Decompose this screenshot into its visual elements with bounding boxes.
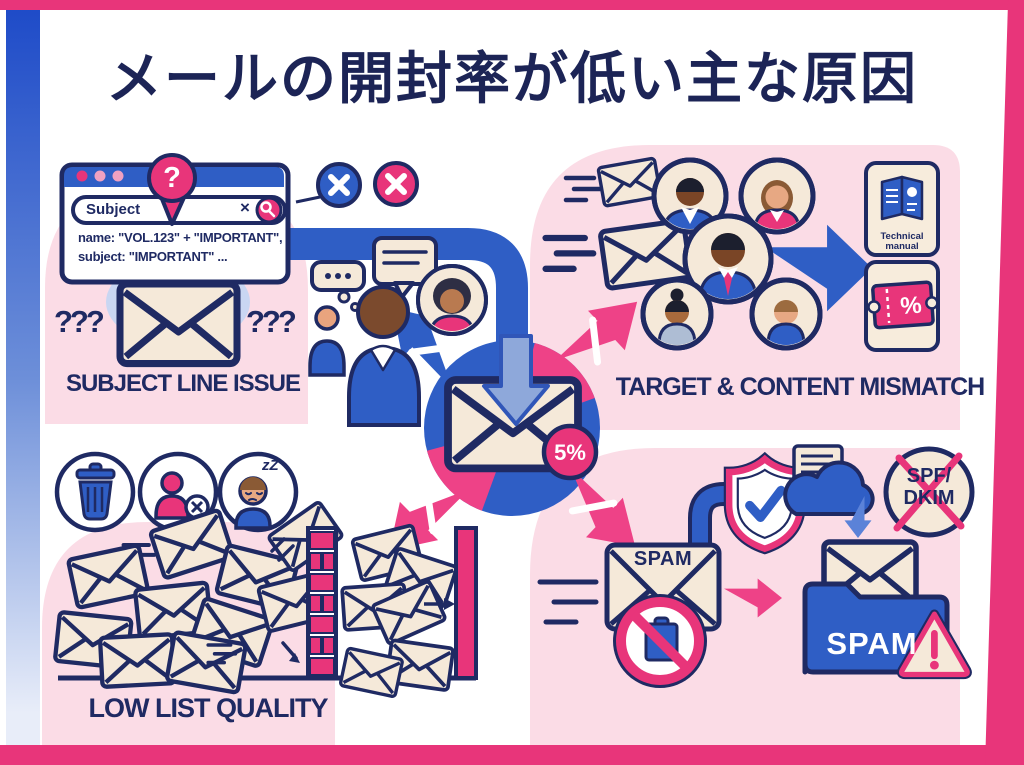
page-title: メールの開封率が低い主な原因 xyxy=(106,47,918,110)
frame-bottom xyxy=(0,745,1024,765)
warning-triangle-icon xyxy=(896,609,972,680)
book-icon xyxy=(880,175,924,221)
flow-pipe xyxy=(284,228,528,345)
spam-folder-label: SPAM xyxy=(826,626,918,661)
ticket-icon: % xyxy=(867,280,939,330)
close-icon: × xyxy=(240,198,250,217)
download-arrow-icon xyxy=(482,334,550,426)
subject-quadrant-label: SUBJECT LINE ISSUE xyxy=(65,370,301,397)
cross-out-icon xyxy=(893,452,965,532)
avatar-man-center xyxy=(682,213,774,305)
error-icon-pink xyxy=(373,161,419,207)
drop-arrow-head xyxy=(289,653,300,663)
auth-line-2: DKIM xyxy=(903,487,955,509)
manual-card-label: Technical manual xyxy=(880,231,924,252)
open-rate-badge xyxy=(541,423,599,481)
open-rate-value: 5% xyxy=(554,440,586,465)
ticket-percent: % xyxy=(899,292,922,320)
chat-bubble-icon xyxy=(372,236,438,299)
woman-avatar xyxy=(416,264,488,336)
frame-top xyxy=(0,0,1024,10)
code-line-2: subject: "IMPORTANT" ... xyxy=(78,249,228,264)
code-line-1: name: "VOL.123" + "IMPORTANT", xyxy=(78,230,283,245)
auth-line-1: SPF/ xyxy=(906,465,952,487)
traffic-dot-2 xyxy=(94,170,106,182)
sleep-text: zZ xyxy=(262,457,279,474)
pile-envelope xyxy=(166,632,245,693)
browser-search-value: Subject xyxy=(86,201,141,218)
sleeping-user-icon xyxy=(217,451,299,533)
trash-icon xyxy=(54,451,136,533)
question-badge-glyph: ? xyxy=(163,162,181,194)
connector-line xyxy=(295,195,321,204)
target-quadrant-label: TARGET & CONTENT MISMATCH xyxy=(615,373,985,401)
question-badge xyxy=(147,153,197,226)
browser-window xyxy=(59,162,291,285)
filter-wall xyxy=(454,526,478,680)
prohibition-icon xyxy=(613,594,707,688)
question-marks-right: ??? xyxy=(246,304,297,339)
cloud-icon xyxy=(783,444,875,516)
checkmark-icon xyxy=(745,485,786,522)
small-person-icon xyxy=(308,305,346,377)
question-marks-left: ??? xyxy=(54,304,105,339)
ticket-card: % xyxy=(864,260,940,352)
error-icon-blue xyxy=(316,162,362,208)
brick-wall xyxy=(306,526,338,680)
through-arrow-head xyxy=(444,598,455,610)
avatar-woman-blazer xyxy=(738,157,816,235)
manual-card xyxy=(864,161,940,257)
frame-left xyxy=(6,8,40,750)
speed-lines xyxy=(537,579,599,625)
avatar-man-suit xyxy=(651,157,729,235)
subject-envelope-icon xyxy=(120,284,237,364)
traffic-dot-3 xyxy=(112,170,124,182)
pile-envelope xyxy=(100,634,174,687)
spf-dkim-badge xyxy=(883,446,975,538)
blocked-user-icon xyxy=(137,451,219,533)
man-from-behind xyxy=(347,285,421,427)
impact-ticks xyxy=(270,537,295,562)
traffic-dot-1 xyxy=(76,170,88,182)
avatar-man-tshirt xyxy=(749,277,823,351)
spam-envelope-label: SPAM xyxy=(633,548,693,570)
avatar-woman-bun xyxy=(640,277,714,351)
typing-bubble-icon xyxy=(310,260,366,312)
flying-envelope-icon xyxy=(596,156,663,208)
list-quadrant-label: LOW LIST QUALITY xyxy=(88,693,329,723)
